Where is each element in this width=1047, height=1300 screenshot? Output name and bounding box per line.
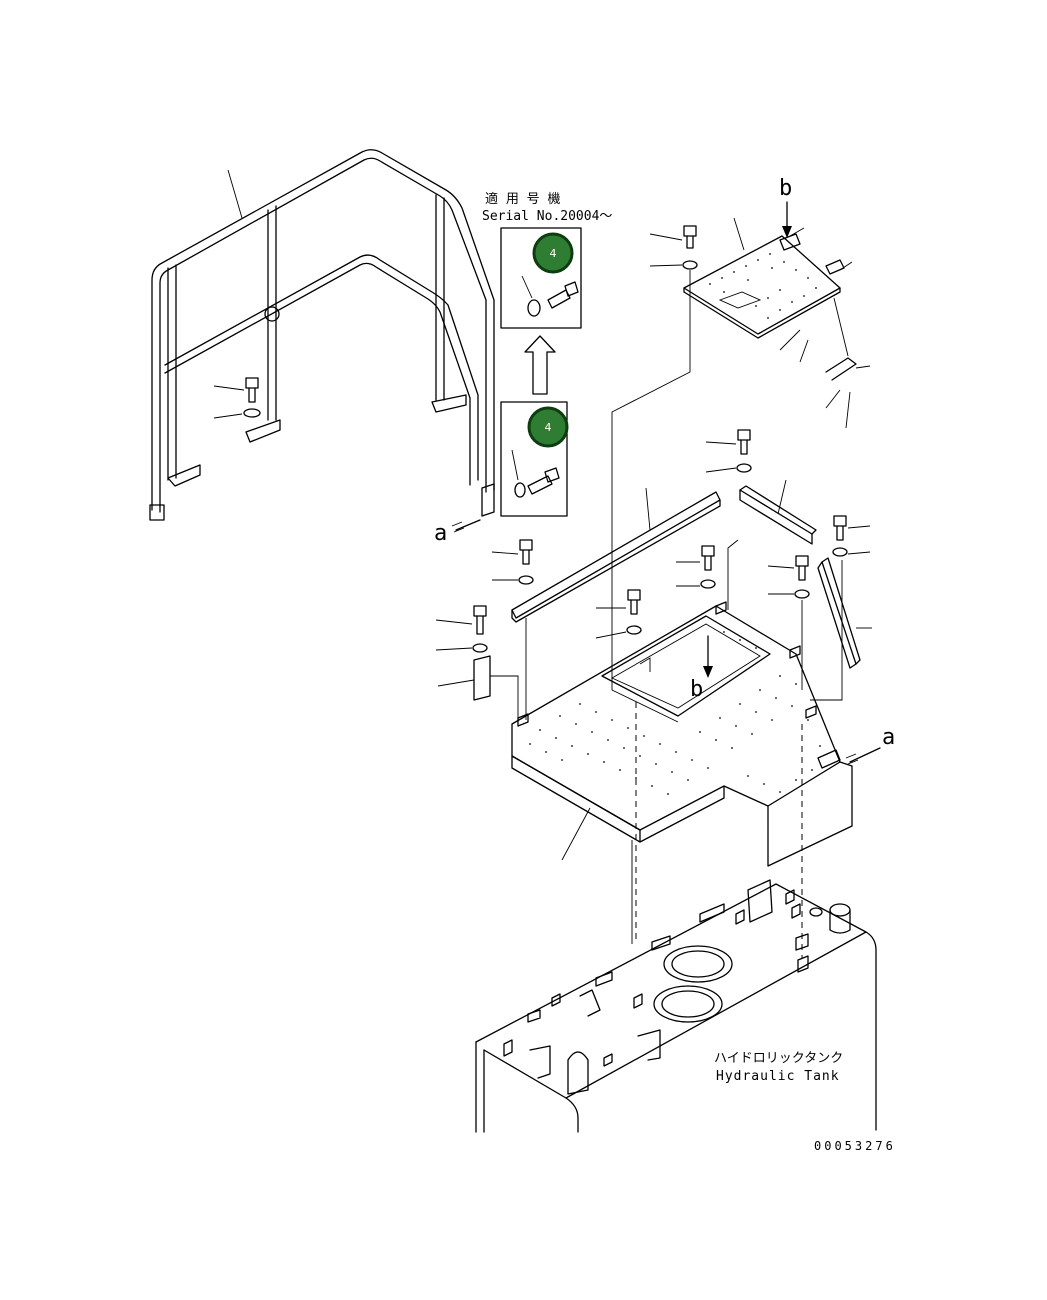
floor-holes [529,631,821,795]
callout-b-upper-label: b [779,176,792,201]
bolt-washer-plate [611,225,698,678]
callout-b-lower-label: b [690,677,703,702]
side-bracket-right [810,557,872,701]
serial-note: 適 用 号 機 Serial No.20004～ [482,191,612,224]
supersession-arrow [524,335,556,395]
floor-plate [511,601,853,867]
bolts-washers [435,429,871,690]
detail-box-old: 4 [500,401,569,517]
quantity-badge-bottom-label: 4 [545,421,552,434]
callout-a-upper-label: a [434,521,447,546]
tank-label-en: Hydraulic Tank [716,1069,840,1084]
tank-label: ハイドロリックタンク Hydraulic Tank [714,1051,843,1084]
small-bracket-left [437,655,519,720]
long-strip [511,487,721,720]
alignment-lines [631,702,803,958]
cover-plate [683,217,871,429]
serial-note-line2: Serial No.20004～ [482,209,612,224]
quantity-badge-top-label: 4 [550,247,557,260]
callout-b-upper: b [779,176,792,238]
quantity-badge-bottom [527,406,569,448]
drawing-number: 00053276 [814,1139,896,1153]
detail-box-new: 4 [500,227,582,329]
serial-note-line1: 適 用 号 機 [485,191,560,207]
plate-holes [709,253,817,319]
quantity-badge-top [532,232,574,274]
hydraulic-tank [475,879,877,1133]
bolt-washer-handrail [213,377,261,419]
callout-b-lower: b [690,635,713,702]
short-bracket-right [727,479,817,610]
callout-a-lower: a [845,725,895,765]
tank-label-jp: ハイドロリックタンク [714,1051,843,1066]
callout-a-lower-label: a [882,725,895,750]
callout-a-upper: a [434,519,481,546]
handrail [149,149,495,521]
